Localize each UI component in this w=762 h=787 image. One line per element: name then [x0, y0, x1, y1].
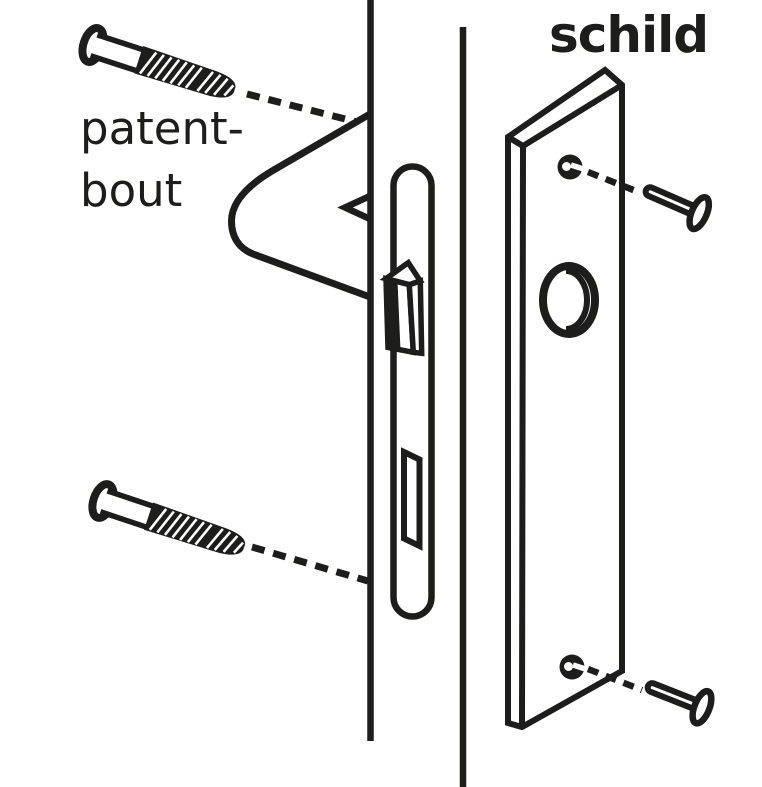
guide-line-bottom-bolt: [251, 543, 369, 585]
patentbout-screw-bottom: [88, 481, 249, 564]
lock-case-profile: [228, 110, 372, 301]
strike-notch: [337, 193, 372, 222]
faceplate-slot: [401, 447, 423, 551]
knob-hole: [539, 262, 599, 338]
plate-screw-top: [639, 174, 713, 231]
patentbout-screw-top: [79, 25, 240, 107]
escutcheon-plate: [505, 66, 625, 731]
latch-bolt: [379, 258, 425, 357]
lock-faceplate: [390, 163, 435, 620]
guide-line-bottom-plate-screw: [586, 665, 644, 694]
guide-line-top-plate-screw: [586, 168, 643, 197]
label-patentbout-line1: patent-: [80, 102, 244, 155]
label-patentbout: patent- bout: [80, 98, 244, 222]
plate-screw-bottom: [642, 670, 715, 726]
label-schild: schild: [549, 6, 709, 64]
guide-line-top-bolt: [246, 90, 358, 126]
label-patentbout-line2: bout: [80, 164, 183, 217]
